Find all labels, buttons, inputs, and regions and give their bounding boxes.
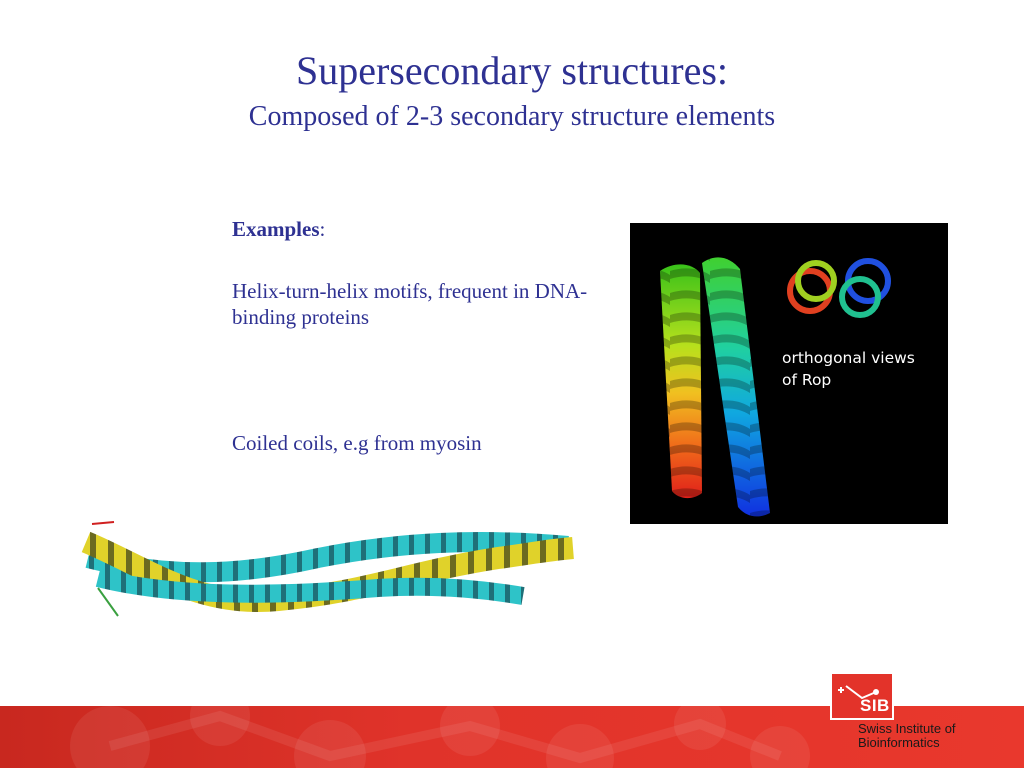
sib-logo-name: Swiss Institute of Bioinformatics [858, 722, 956, 750]
examples-heading: Examples: [232, 216, 325, 242]
rop-image: orthogonal views of Rop [630, 223, 948, 524]
rop-caption-line2: of Rop [782, 371, 832, 389]
sib-logo-icon [838, 685, 879, 700]
rop-structure-illustration [660, 257, 891, 517]
myosin-coiled-coil-image [81, 521, 574, 617]
rop-caption-line1: orthogonal views [782, 349, 915, 367]
footer-pattern [70, 706, 810, 768]
examples-label: Examples [232, 217, 320, 241]
coiled-coils-text: Coiled coils, e.g from myosin [232, 431, 482, 455]
slide-subtitle: Composed of 2-3 secondary structure elem… [248, 101, 776, 132]
slide-title: Supersecondary structures: [295, 48, 729, 93]
rop-caption: orthogonal views of Rop [782, 347, 915, 391]
sib-logo-text: SIB [860, 696, 890, 715]
sib-logo: SIB Swiss Institute of Bioinformatics [830, 672, 980, 762]
sib-logo-name-line1: Swiss Institute of [858, 721, 956, 736]
examples-colon: : [319, 217, 326, 241]
helix-turn-helix-text: Helix-turn-helix motifs, frequent in DNA… [232, 279, 588, 329]
sib-logo-name-line2: Bioinformatics [858, 735, 940, 750]
sib-logo-mark: SIB [830, 672, 894, 720]
